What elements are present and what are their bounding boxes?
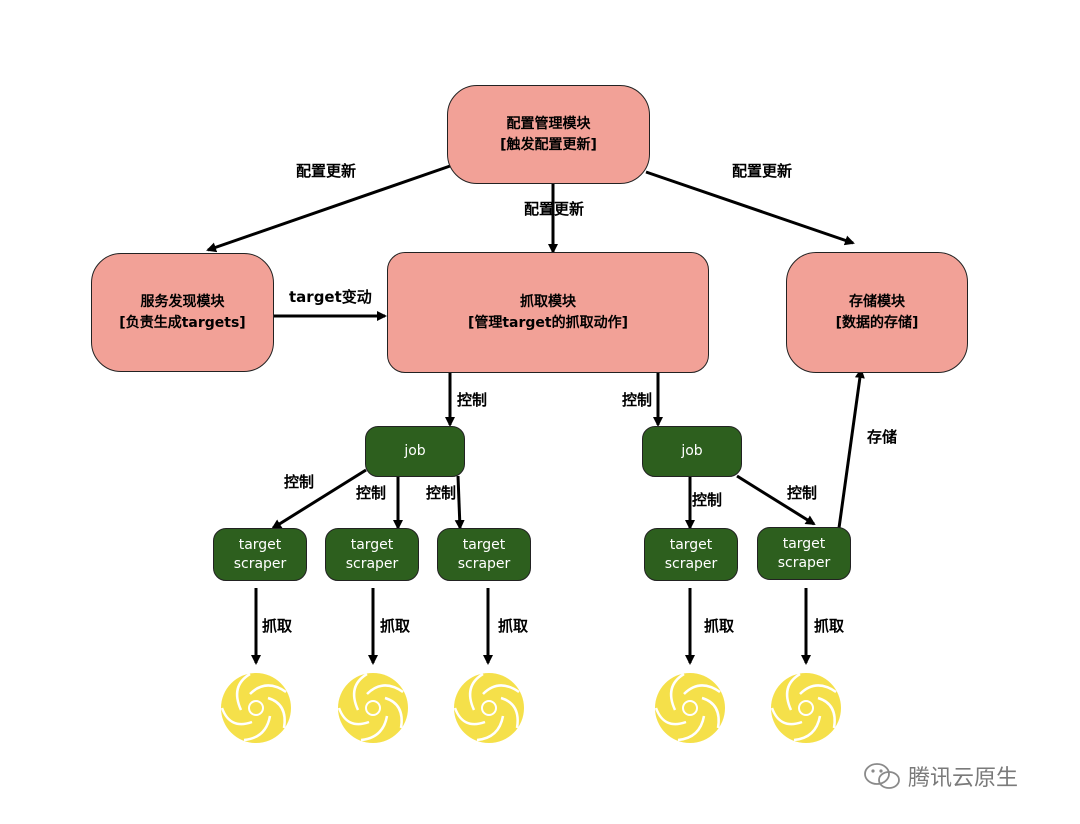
arrow-scraper5-to-storage xyxy=(837,368,865,529)
discovery-module-subtitle: [负责生成targets] xyxy=(119,314,246,331)
config-module: 配置管理模块 [触发配置更新] xyxy=(447,85,650,184)
label-control-scraper2: 控制 xyxy=(356,484,387,502)
label-target-change: target变动 xyxy=(289,288,372,306)
target-aperture-icon xyxy=(220,672,292,744)
storage-module-title: 存储模块 xyxy=(849,293,905,310)
scrape-module-title: 抓取模块 xyxy=(520,293,576,310)
config-module-subtitle: [触发配置更新] xyxy=(500,136,597,153)
job-node-2: job xyxy=(642,426,742,477)
arrow-config-to-storage xyxy=(645,170,855,246)
scraper-line1: target xyxy=(669,536,713,553)
scraper-line1: target xyxy=(782,535,826,552)
label-fetch-2: 抓取 xyxy=(380,617,411,635)
job-node-1: job xyxy=(365,426,465,477)
wechat-icon xyxy=(864,763,900,789)
label-config-update-center: 配置更新 xyxy=(524,200,585,218)
label-control-job1: 控制 xyxy=(457,391,488,409)
watermark: 腾讯云原生 xyxy=(862,760,1018,792)
target-scraper-3: target scraper xyxy=(437,528,531,581)
scraper-line1: target xyxy=(350,536,394,553)
target-scraper-1: target scraper xyxy=(213,528,307,581)
job-label: job xyxy=(404,443,426,459)
label-config-update-right: 配置更新 xyxy=(732,162,793,180)
scraper-line1: target xyxy=(462,536,506,553)
label-control-scraper5: 控制 xyxy=(787,484,818,502)
label-store: 存储 xyxy=(867,428,898,446)
scraper-line2: scraper xyxy=(664,555,718,572)
label-control-scraper3: 控制 xyxy=(426,484,457,502)
label-config-update-left: 配置更新 xyxy=(296,162,357,180)
job-label: job xyxy=(681,443,703,459)
target-aperture-icon xyxy=(453,672,525,744)
label-fetch-4: 抓取 xyxy=(704,617,735,635)
scraper-line1: target xyxy=(238,536,282,553)
label-control-scraper4: 控制 xyxy=(692,491,723,509)
target-aperture-icon xyxy=(770,672,842,744)
target-scraper-4: target scraper xyxy=(644,528,738,581)
scrape-module: 抓取模块 [管理target的抓取动作] xyxy=(387,252,709,373)
scraper-line2: scraper xyxy=(457,555,511,572)
target-aperture-icon xyxy=(654,672,726,744)
scraper-line2: scraper xyxy=(233,555,287,572)
arrow-job1-to-scraper3 xyxy=(454,475,465,530)
scraper-line2: scraper xyxy=(345,555,399,572)
storage-module-subtitle: [数据的存储] xyxy=(835,314,919,331)
scrape-module-subtitle: [管理target的抓取动作] xyxy=(467,314,629,331)
target-aperture-icon xyxy=(337,672,409,744)
arrow-job1-to-scraper1 xyxy=(271,468,367,530)
label-fetch-5: 抓取 xyxy=(814,617,845,635)
label-fetch-1: 抓取 xyxy=(262,617,293,635)
label-control-scraper1: 控制 xyxy=(284,473,315,491)
arrow-config-to-discovery xyxy=(206,163,454,253)
label-control-job2: 控制 xyxy=(622,391,653,409)
target-scraper-2: target scraper xyxy=(325,528,419,581)
arrow-job2-to-scraper5 xyxy=(736,474,816,526)
watermark-text: 腾讯云原生 xyxy=(908,766,1019,791)
discovery-module-title: 服务发现模块 xyxy=(140,293,225,310)
scraper-line2: scraper xyxy=(777,554,831,571)
label-fetch-3: 抓取 xyxy=(498,617,529,635)
config-module-title: 配置管理模块 xyxy=(506,115,591,132)
target-scraper-5: target scraper xyxy=(757,527,851,580)
discovery-module: 服务发现模块 [负责生成targets] xyxy=(91,253,274,372)
storage-module: 存储模块 [数据的存储] xyxy=(786,252,968,373)
